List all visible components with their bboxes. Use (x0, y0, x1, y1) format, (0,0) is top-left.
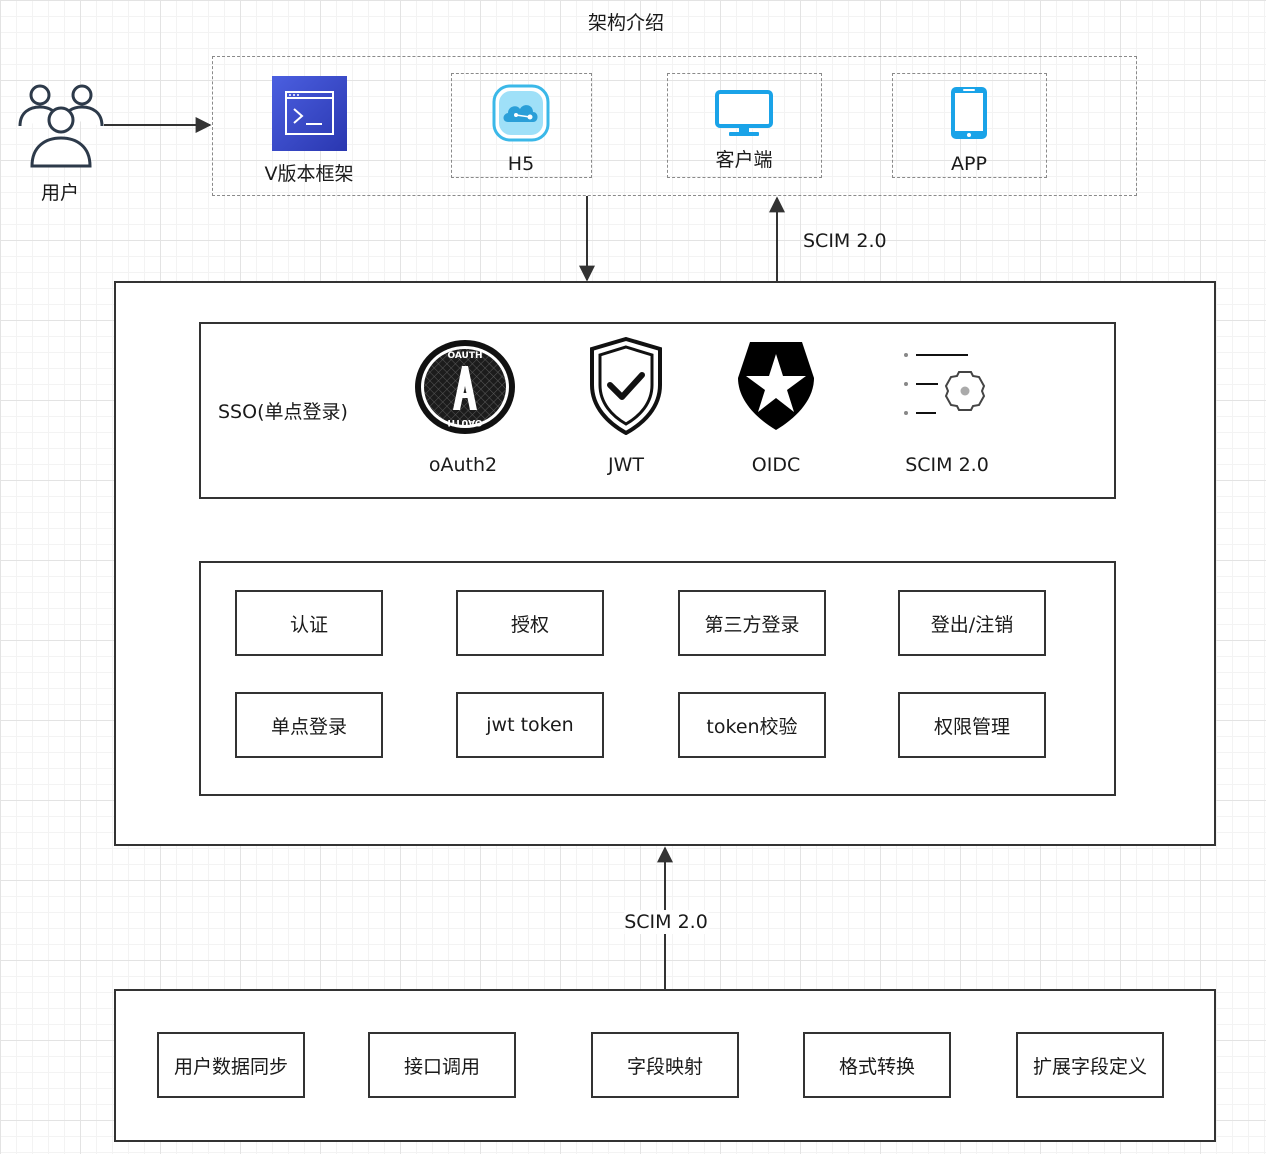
svg-text:OAUTH: OAUTH (447, 417, 482, 427)
oauth-icon: OAUTH OAUTH (415, 340, 515, 434)
monitor-icon (715, 90, 773, 136)
feature-authentication-button[interactable]: 认证 (235, 590, 383, 656)
feature-permission-button[interactable]: 权限管理 (898, 692, 1046, 758)
client-desktop-label: 客户端 (715, 149, 773, 171)
gear-list-icon (904, 353, 986, 415)
client-h5-box[interactable] (451, 73, 592, 178)
client-desktop-box[interactable] (667, 73, 822, 178)
user-label: 用户 (40, 182, 80, 204)
client-app-box[interactable] (892, 73, 1047, 178)
client-app-label: APP (951, 153, 987, 175)
sso-label: SSO(单点登录) (218, 401, 348, 423)
sync-api-call-button[interactable]: 接口调用 (368, 1032, 516, 1098)
client-h5-label: H5 (507, 153, 535, 175)
sync-format-convert-button[interactable]: 格式转换 (803, 1032, 951, 1098)
shield-check-icon (590, 337, 662, 435)
sync-user-data-button[interactable]: 用户数据同步 (157, 1032, 305, 1098)
svg-text:OAUTH: OAUTH (447, 351, 482, 361)
client-group (212, 56, 1137, 196)
feature-token-verify-button[interactable]: token校验 (678, 692, 826, 758)
star-shield-icon (738, 342, 814, 430)
sync-extended-field-button[interactable]: 扩展字段定义 (1016, 1032, 1164, 1098)
client-vframe-label: V版本框架 (264, 163, 354, 185)
cloud-icon (492, 84, 550, 142)
users-icon (18, 84, 104, 168)
diagram-title: 架构介绍 (587, 12, 665, 34)
terminal-icon (272, 76, 347, 151)
feature-authorization-button[interactable]: 授权 (456, 590, 604, 656)
feature-jwt-token-button[interactable]: jwt token (456, 692, 604, 758)
feature-logout-button[interactable]: 登出/注销 (898, 590, 1046, 656)
smartphone-icon (951, 87, 987, 139)
scim-lower-label: SCIM 2.0 (624, 910, 708, 934)
protocol-jwt-label: JWT (608, 454, 644, 476)
feature-third-party-login-button[interactable]: 第三方登录 (678, 590, 826, 656)
protocol-oauth-label: oAuth2 (428, 454, 498, 476)
feature-sso-button[interactable]: 单点登录 (235, 692, 383, 758)
sync-field-mapping-button[interactable]: 字段映射 (591, 1032, 739, 1098)
protocol-oidc-label: OIDC (751, 454, 801, 476)
protocol-scim-label: SCIM 2.0 (905, 454, 989, 476)
scim-upper-label: SCIM 2.0 (803, 230, 887, 252)
